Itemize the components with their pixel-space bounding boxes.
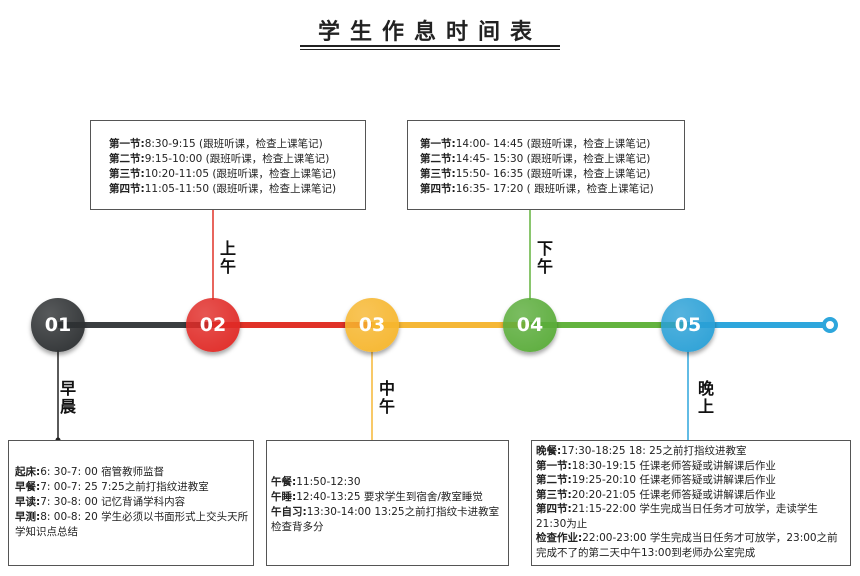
am-row-3: 第三节:10:20-11:05 (跟班听课，检查上课笔记): [109, 168, 337, 180]
label-noon: 中午: [378, 379, 395, 416]
evening-row-6: 检查作业:22:00-23:00 学生完成当日任务才可放学，23:00之前完成不…: [536, 532, 838, 559]
evening-row-2: 第一节:18:30-19:15 任课老师答疑或讲解课后作业: [536, 459, 776, 472]
label-am: 上午: [219, 239, 236, 276]
morning-schedule-box: 起床:6: 30-7: 00 宿管教师监督 早餐:7: 00-7: 25 7:2…: [8, 440, 254, 566]
node-01: 01: [31, 298, 85, 352]
morning-row-2: 早餐:7: 00-7: 25 7:25之前打指纹进教室: [15, 481, 209, 493]
noon-schedule-box: 午餐:11:50-12:30 午睡:12:40-13:25 要求学生到宿舍/教室…: [266, 440, 509, 566]
evening-row-5: 第四节:21:15-22:00 学生完成当日任务才可放学，走读学生21:30为止: [536, 503, 818, 530]
pm-row-2: 第二节:14:45- 15:30 (跟班听课，检查上课笔记): [420, 153, 651, 165]
label-pm: 下午: [536, 239, 553, 276]
am-row-4: 第四节:11:05-11:50 (跟班听课，检查上课笔记): [109, 183, 337, 195]
node-04: 04: [503, 298, 557, 352]
node-05: 05: [661, 298, 715, 352]
title-underline-top: [300, 45, 560, 47]
noon-row-3: 午自习:13:30-14:00 13:25之前打指纹卡进教室检查背多分: [271, 506, 500, 533]
node-03: 03: [345, 298, 399, 352]
noon-row-1: 午餐:11:50-12:30: [271, 476, 361, 488]
morning-row-1: 起床:6: 30-7: 00 宿管教师监督: [15, 466, 165, 478]
evening-row-4: 第三节:20:20-21:05 任课老师答疑或讲解课后作业: [536, 488, 776, 501]
evening-row-3: 第二节:19:25-20:10 任课老师答疑或讲解课后作业: [536, 474, 776, 486]
page-title: 学生作息时间表: [317, 19, 542, 45]
noon-row-2: 午睡:12:40-13:25 要求学生到宿舍/教室睡觉: [271, 491, 483, 503]
morning-row-3: 早读:7: 30-8: 00 记忆背诵学科内容: [15, 496, 186, 508]
pm-row-1: 第一节:14:00- 14:45 (跟班听课，检查上课笔记): [420, 138, 651, 150]
timeline-end-marker: [822, 317, 838, 333]
pm-row-3: 第三节:15:50- 16:35 (跟班听课，检查上课笔记): [420, 168, 651, 180]
am-row-2: 第二节:9:15-10:00 (跟班听课，检查上课笔记): [109, 153, 330, 165]
node-02: 02: [186, 298, 240, 352]
am-row-1: 第一节:8:30-9:15 (跟班听课，检查上课笔记): [109, 138, 323, 150]
evening-schedule-box: 晚餐:17:30-18:25 18: 25之前打指纹进教室 第一节:18:30-…: [531, 440, 851, 566]
label-evening: 晚上: [697, 379, 714, 416]
am-schedule-box: 第一节:8:30-9:15 (跟班听课，检查上课笔记) 第二节:9:15-10:…: [90, 120, 366, 210]
pm-schedule-box: 第一节:14:00- 14:45 (跟班听课，检查上课笔记) 第二节:14:45…: [407, 120, 685, 210]
morning-row-4: 早测:8: 00-8: 20 学生必须以书面形式上交头天所学知识点总结: [15, 511, 249, 538]
label-morning: 早晨: [59, 379, 76, 416]
title-underline-bottom: [300, 49, 560, 50]
evening-row-1: 晚餐:17:30-18:25 18: 25之前打指纹进教室: [536, 445, 747, 457]
pm-row-4: 第四节:16:35- 17:20 ( 跟班听课，检查上课笔记): [420, 183, 654, 195]
